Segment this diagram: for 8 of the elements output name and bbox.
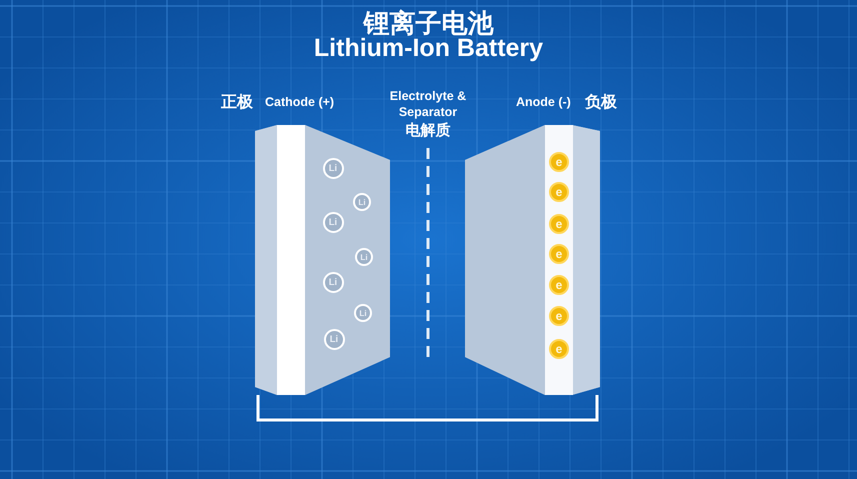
electrode-label: Anode (-) xyxy=(516,95,571,109)
electrode-label: 负极 xyxy=(585,92,617,113)
electrode-label: 正极 xyxy=(221,92,253,113)
separator-label: Electrolyte & Separator xyxy=(388,88,468,120)
title: 锂离子电池 xyxy=(362,7,495,38)
electrode-label: Cathode (+) xyxy=(265,95,334,109)
wire xyxy=(256,395,598,422)
separator-label: 电解质 xyxy=(404,121,452,140)
